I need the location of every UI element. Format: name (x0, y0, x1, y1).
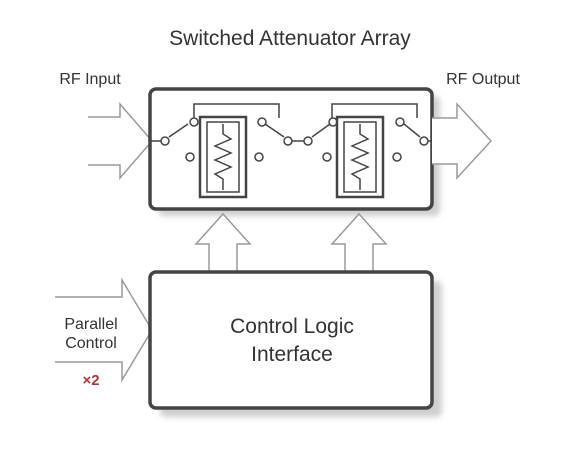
attenuator-array-box (148, 87, 434, 211)
resistor-icon (350, 124, 370, 190)
rf-input-arrow (88, 101, 153, 181)
parallel-control-multiplier: ×2 (82, 372, 99, 389)
parallel-control-label-line2: Control (65, 335, 117, 352)
attenuator-pad-1 (198, 115, 248, 199)
rf-input-label: RF Input (59, 71, 121, 88)
control-logic-box (148, 270, 434, 410)
diagram-title: Switched Attenuator Array (169, 27, 411, 50)
control-arrow-2 (330, 212, 388, 272)
control-arrow-1 (194, 212, 252, 272)
resistor-icon (213, 124, 233, 190)
rf-output-arrow (432, 102, 493, 180)
switch-contacts (160, 117, 429, 162)
control-logic-label-line1: Control Logic (230, 315, 354, 338)
control-logic-label-line2: Interface (251, 343, 333, 366)
rf-output-label: RF Output (446, 71, 520, 88)
attenuator-pad-2 (335, 115, 385, 199)
parallel-control-label-line1: Parallel (64, 316, 117, 333)
